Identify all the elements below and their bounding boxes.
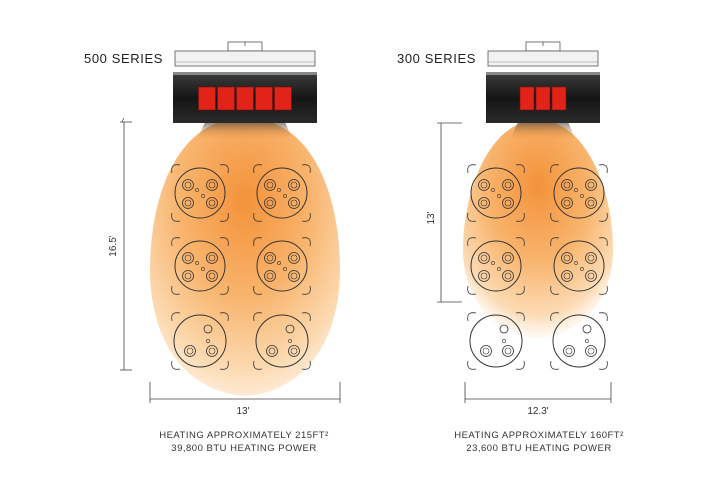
patio-table	[171, 237, 229, 295]
heat-zone-300	[463, 120, 613, 338]
patio-table	[550, 237, 608, 295]
patio-table	[253, 237, 311, 295]
btu-text-300: 23,600 BTU HEATING POWER	[466, 443, 612, 454]
width-label-300: 12.3'	[527, 406, 548, 417]
patio-table	[171, 312, 229, 370]
width-label-500: 13'	[236, 406, 249, 417]
heating-element	[551, 86, 567, 111]
height-label-300: 13'	[426, 211, 437, 224]
height-dimension-300	[437, 122, 462, 303]
caption-500: HEATING APPROXIMATELY 215FT² 39,800 BTU …	[129, 429, 359, 455]
top-plate	[487, 50, 599, 67]
caption-300: HEATING APPROXIMATELY 160FT² 23,600 BTU …	[424, 429, 654, 455]
patio-table	[253, 164, 311, 222]
coverage-text-300: HEATING APPROXIMATELY 160FT²	[454, 430, 624, 441]
heating-element	[236, 86, 254, 111]
patio-table	[171, 164, 229, 222]
top-plate	[174, 50, 316, 67]
series-title-500: 500 SERIES	[84, 51, 163, 66]
width-dimension-500	[149, 382, 341, 403]
heating-element	[217, 86, 235, 111]
patio-table	[467, 164, 525, 222]
patio-table	[550, 312, 608, 370]
patio-table	[550, 164, 608, 222]
height-label-500: 16.5'	[108, 235, 119, 256]
height-dimension-500	[120, 117, 132, 371]
heat-zone-500	[150, 118, 340, 396]
heating-element	[255, 86, 273, 111]
coverage-text-500: HEATING APPROXIMATELY 215FT²	[159, 430, 329, 441]
heater-300	[486, 41, 600, 140]
patio-table	[467, 237, 525, 295]
heating-element	[198, 86, 216, 111]
series-title-300: 300 SERIES	[397, 51, 476, 66]
heating-element	[535, 86, 551, 111]
width-dimension-300	[464, 382, 612, 403]
patio-table	[253, 312, 311, 370]
table-layout-300	[467, 164, 608, 370]
table-layout-500	[171, 164, 311, 370]
heating-element	[274, 86, 292, 111]
heater-500	[173, 41, 317, 140]
heating-element	[519, 86, 535, 111]
btu-text-500: 39,800 BTU HEATING POWER	[171, 443, 317, 454]
patio-table	[467, 312, 525, 370]
